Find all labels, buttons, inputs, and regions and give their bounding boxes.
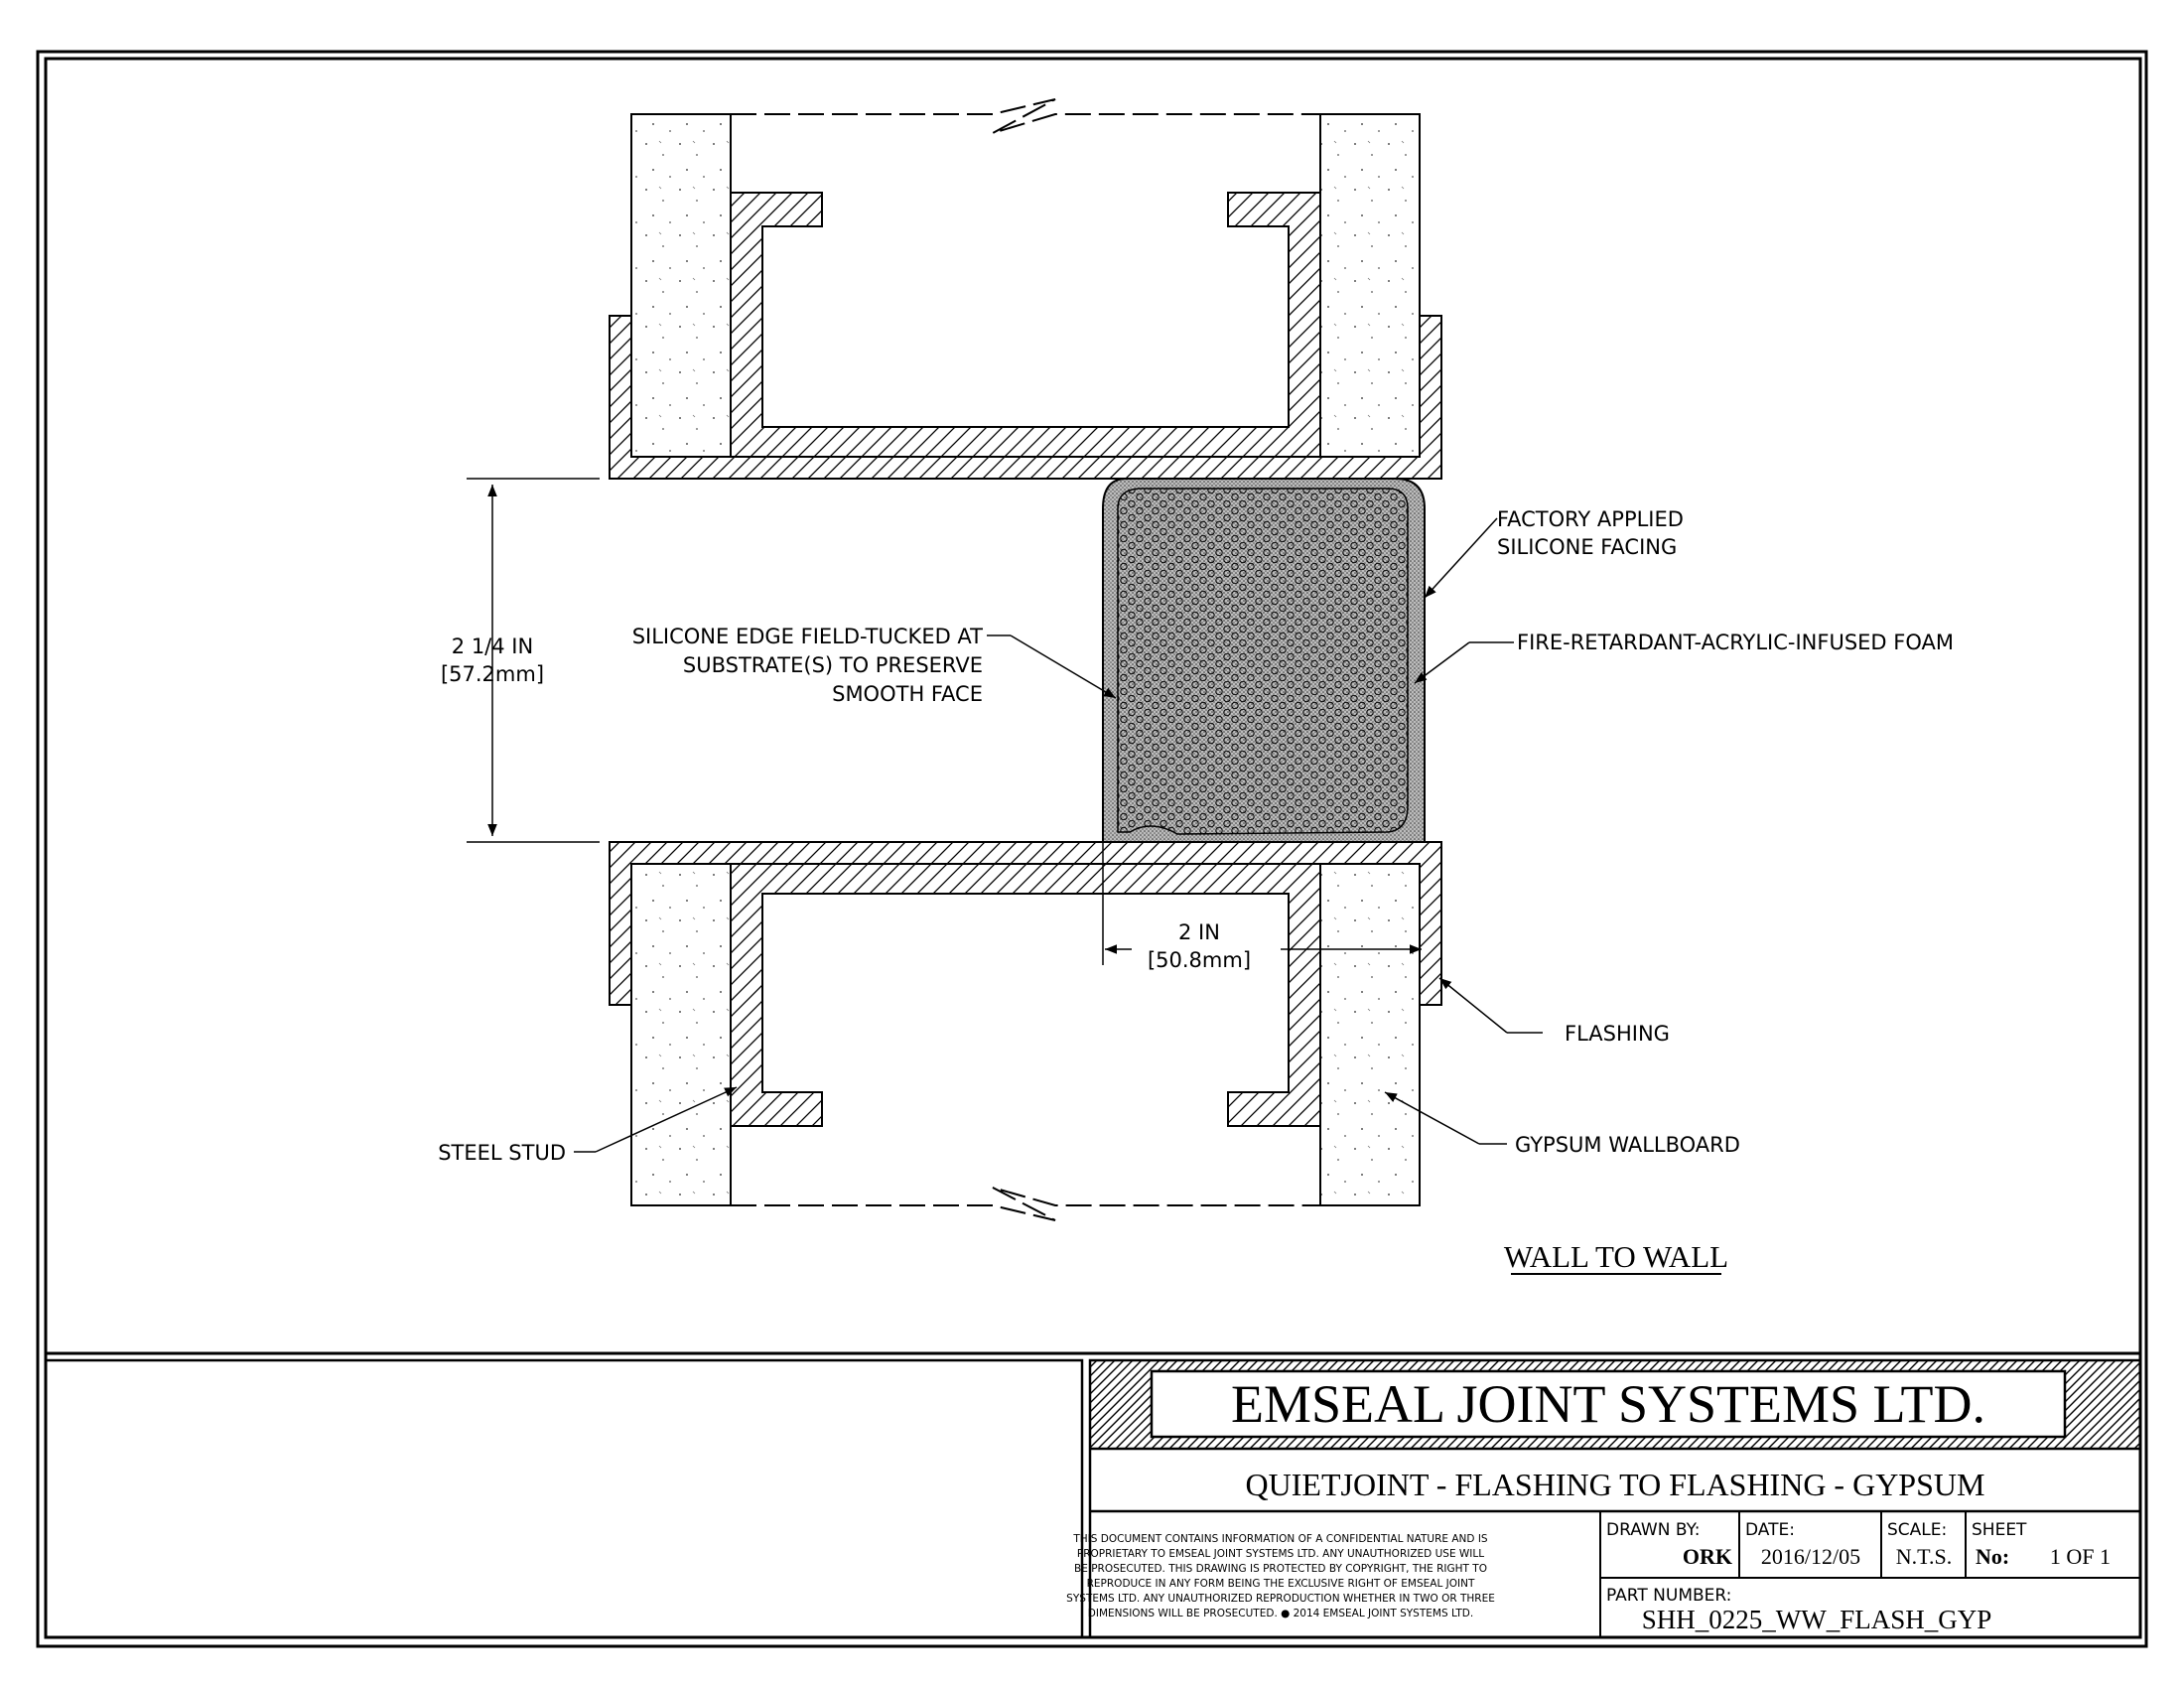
gypsum-label: GYPSUM WALLBOARD [1515,1133,1740,1157]
silicone-edge-label-line1: SILICONE EDGE FIELD-TUCKED AT [632,625,983,648]
quietjoint-seal [1102,478,1426,843]
gypsum-wallboard-right [1319,113,1421,458]
sheet-label: SHEET [1972,1520,2027,1540]
factory-facing-label-line1: FACTORY APPLIED [1497,507,1684,531]
width-dimension: 2 IN [50.8mm] [1102,842,1422,972]
callout-foam: FIRE-RETARDANT-ACRYLIC-INFUSED FOAM [1414,631,1954,684]
callout-steel-stud: STEEL STUD [438,1086,738,1165]
confidential-line: BE PROSECUTED. THIS DRAWING IS PROTECTED… [1074,1563,1487,1575]
drawing-title: QUIETJOINT - FLASHING TO FLASHING - GYPS… [1246,1467,1985,1502]
confidential-line: DIMENSIONS WILL BE PROSECUTED. ● 2014 EM… [1088,1608,1473,1619]
steel-stud [730,192,1321,458]
sheet-no-label: No: [1976,1544,2009,1569]
part-number-value: SHH_0225_WW_FLASH_GYP [1642,1605,1992,1634]
drawn-by-label: DRAWN BY: [1606,1520,1700,1540]
height-dim-text-line2: [57.2mm] [441,662,544,686]
steel-stud [730,863,1321,1127]
steel-stud-label: STEEL STUD [438,1141,566,1165]
flashing-label: FLASHING [1565,1022,1670,1046]
part-number-label: PART NUMBER: [1606,1586,1731,1606]
confidential-line: SYSTEMS LTD. ANY UNAUTHORIZED REPRODUCTI… [1066,1593,1495,1605]
gypsum-wallboard-left [630,863,732,1206]
height-dim-text-line1: 2 1/4 IN [452,634,533,658]
confidential-notice: THIS DOCUMENT CONTAINS INFORMATION OF A … [1066,1533,1495,1619]
callout-silicone-edge: SILICONE EDGE FIELD-TUCKED AT SUBSTRATE(… [632,625,1117,706]
scale-value: N.T.S. [1896,1544,1952,1569]
flashing [609,841,1442,1006]
company-banner [1150,1369,2067,1439]
date-label: DATE: [1745,1520,1795,1540]
callout-flashing: FLASHING [1438,977,1670,1046]
confidential-line: PROPRIETARY TO EMSEAL JOINT SYSTEMS LTD.… [1077,1548,1484,1560]
date-value: 2016/12/05 [1761,1544,1860,1569]
drawn-by-value: ORK [1683,1544,1732,1569]
width-dim-text-line2: [50.8mm] [1148,948,1251,972]
break-line [731,1187,1320,1221]
foam-core [1117,488,1409,835]
callout-gypsum: GYPSUM WALLBOARD [1384,1091,1740,1157]
silicone-edge-label-line3: SMOOTH FACE [832,682,983,706]
gypsum-wallboard-left [630,113,732,458]
confidential-line: REPRODUCE IN ANY FORM BEING THE EXCLUSIV… [1087,1578,1475,1590]
break-line [731,98,1320,134]
confidential-line: THIS DOCUMENT CONTAINS INFORMATION OF A … [1072,1533,1488,1545]
factory-facing-label-line2: SILICONE FACING [1497,535,1677,559]
bottom-wall-assembly [609,841,1442,1221]
flashing [609,315,1442,480]
callout-factory-facing: FACTORY APPLIED SILICONE FACING [1424,507,1684,599]
gypsum-wallboard-right [1319,863,1421,1206]
notes-box [44,1358,1084,1639]
sheet-value: 1 OF 1 [2050,1544,2111,1569]
top-wall-assembly [609,98,1442,480]
silicone-edge-label-line2: SUBSTRATE(S) TO PRESERVE [683,653,983,677]
view-title: WALL TO WALL [1504,1239,1728,1274]
foam-label: FIRE-RETARDANT-ACRYLIC-INFUSED FOAM [1517,631,1954,654]
height-dimension: 2 1/4 IN [57.2mm] [441,478,600,843]
scale-label: SCALE: [1887,1520,1947,1540]
company-name: EMSEAL JOINT SYSTEMS LTD. [1231,1374,1985,1434]
outer-border [36,50,2148,1648]
width-dim-text-line1: 2 IN [1178,920,1220,944]
